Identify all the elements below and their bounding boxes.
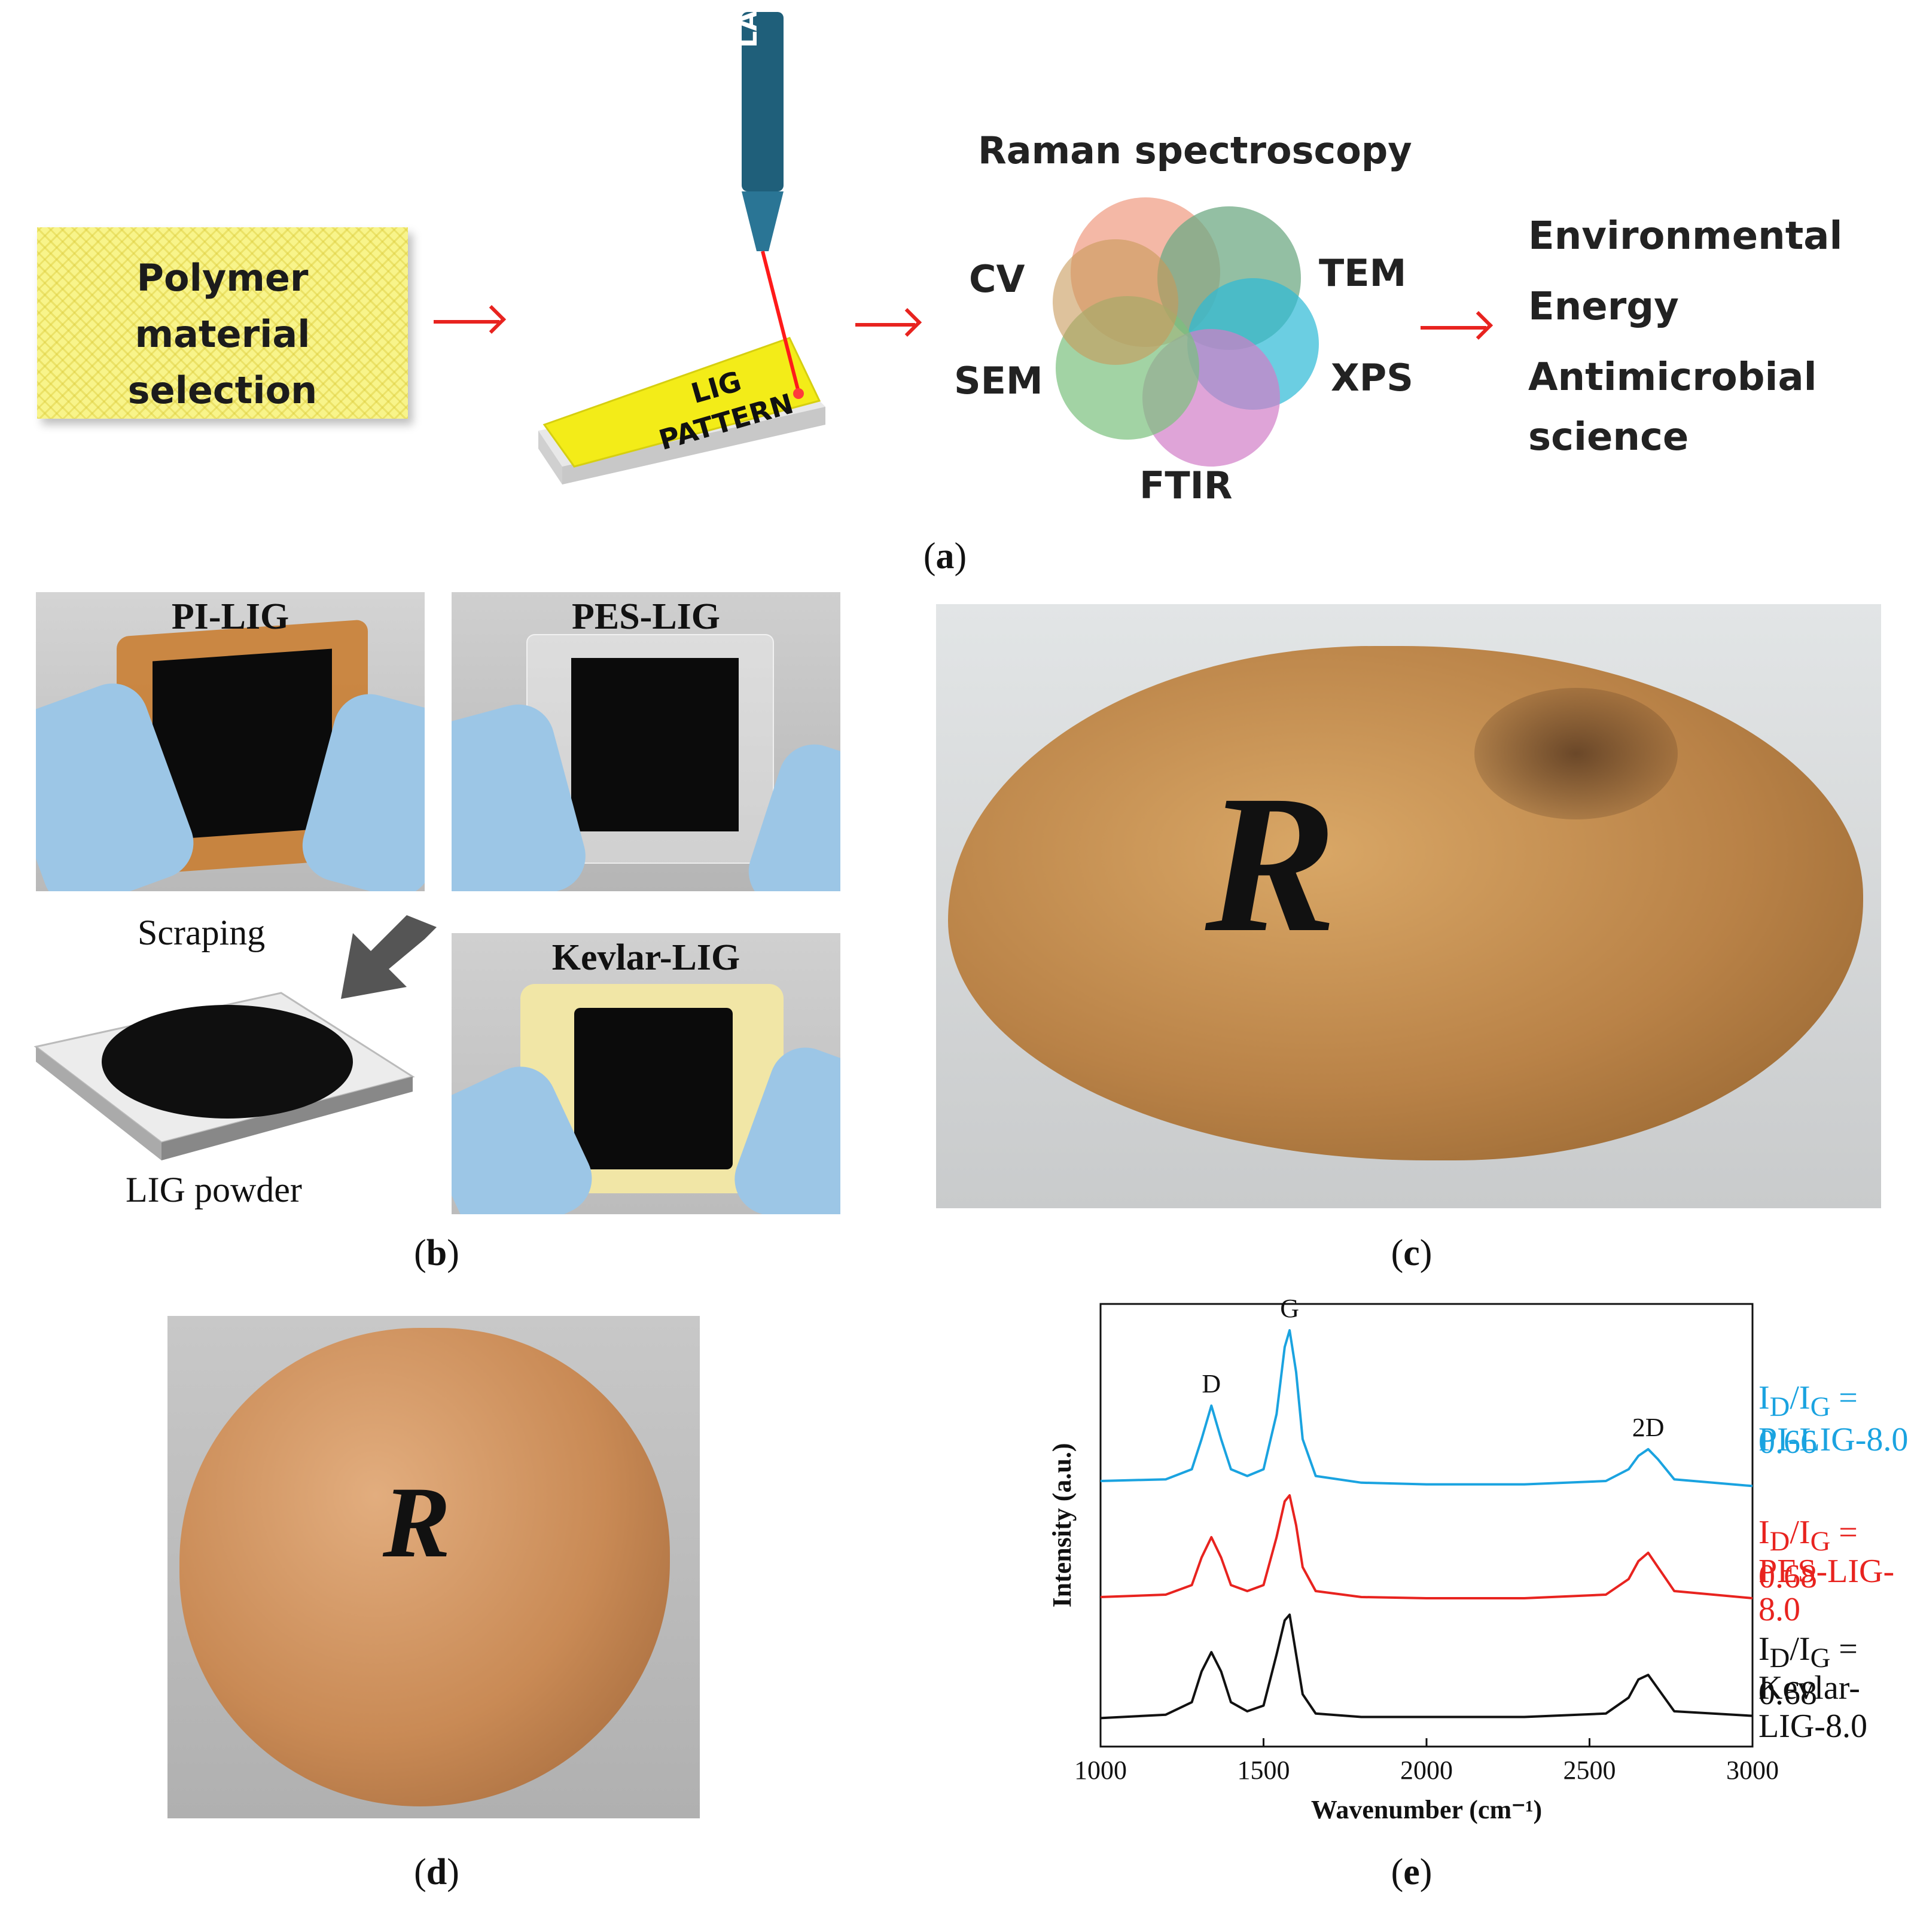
substrate-edge — [538, 431, 562, 484]
photo-pes-lig: PES-LIG — [452, 592, 840, 891]
powder-tray-side — [36, 1047, 161, 1160]
tech-sem: SEM — [954, 359, 1043, 403]
laser-pattern-illustration — [538, 12, 825, 484]
x-tick-label-0: 1000 — [1074, 1756, 1127, 1785]
laser-spot — [793, 388, 804, 399]
peak-label-2d: 2D — [1632, 1413, 1665, 1442]
laser-label: LASER — [733, 0, 763, 48]
peak-label-g: G — [1280, 1294, 1299, 1323]
applications-list: Environmental Energy Antimicrobial scien… — [1528, 206, 1842, 467]
scraping-label: Scraping — [138, 913, 266, 952]
series-line-2 — [1100, 1613, 1753, 1720]
tech-tem: TEM — [1319, 251, 1407, 295]
tech-raman: Raman spectroscopy — [978, 129, 1412, 172]
scraping-arrow — [341, 915, 437, 999]
app-energy: Energy — [1528, 285, 1679, 329]
coconut — [179, 1328, 670, 1806]
pes-lig-label: PES-LIG — [571, 596, 721, 637]
series-ratio-pes: ID/IG = 0.68 — [1758, 1514, 1858, 1596]
x-tick-label-2: 2000 — [1400, 1756, 1453, 1785]
caption-a: (a) — [923, 536, 967, 577]
series-name-pi: PI-LIG-8.0 — [1758, 1421, 1909, 1458]
series-name-pes: PES-LIG-8.0 — [1758, 1553, 1895, 1628]
pes-lig-square — [571, 658, 739, 831]
app-environmental: Environmental — [1528, 214, 1843, 258]
caption-e: (e) — [1391, 1852, 1433, 1893]
photo-pi-lig: PI-LIG — [36, 592, 425, 891]
x-tick-label-3: 2500 — [1563, 1756, 1616, 1785]
tech-cv: CV — [969, 257, 1025, 301]
polymer-selection-box: Polymer material selection — [37, 227, 408, 419]
raman-chart: 1000 1500 2000 2500 3000 D G 2D Wavenumber (… — [1047, 1294, 1779, 1824]
polymer-box-text: Polymer material selection — [127, 256, 318, 412]
series-line-0 — [1100, 1329, 1753, 1488]
laser-logo-r: R — [1205, 755, 1337, 973]
lig-powder-pile — [102, 1005, 353, 1119]
potato — [948, 646, 1863, 1160]
photo-potato: R — [936, 604, 1881, 1208]
kevlar-lig-square — [574, 1008, 733, 1169]
tech-xps: XPS — [1331, 356, 1413, 400]
series-ratio-pi: ID/IG = 0.66 — [1758, 1379, 1858, 1461]
app-antimicrobial: Antimicrobial — [1528, 355, 1817, 400]
y-axis-label: Intensity (a.u.) — [1047, 1443, 1077, 1607]
photo-kevlar-lig: Kevlar-LIG — [452, 933, 840, 1214]
xtick-group: 1000 1500 2000 2500 3000 — [1074, 1738, 1779, 1785]
kevlar-lig-label: Kevlar-LIG — [551, 937, 740, 978]
x-axis-label: Wavenumber (cm⁻¹) — [1311, 1795, 1542, 1824]
lig-powder-label: LIG powder — [126, 1170, 302, 1209]
photo-coconut: R — [167, 1316, 700, 1818]
lig-powder-illustration — [33, 992, 415, 1160]
arrow-3 — [1421, 326, 1486, 330]
x-tick-label-1: 1500 — [1238, 1756, 1290, 1785]
arrow-1 — [434, 320, 499, 324]
series-line-1 — [1100, 1494, 1753, 1599]
lig-pattern-sheet — [542, 337, 821, 468]
series-ratio-kevlar: ID/IG = 0.68 — [1758, 1631, 1858, 1712]
app-science: science — [1528, 415, 1689, 459]
substrate-front — [562, 407, 825, 484]
caption-b: (b) — [414, 1233, 459, 1273]
arrow-2 — [855, 323, 915, 327]
tech-ftir: FTIR — [1139, 464, 1233, 507]
venn-cv — [1053, 239, 1178, 365]
x-tick-label-4: 3000 — [1726, 1756, 1779, 1785]
laser-nozzle — [742, 191, 784, 251]
laser-beam — [761, 251, 800, 392]
laser-logo-r: R — [383, 1466, 451, 1578]
characterization-venn — [1053, 197, 1319, 467]
powder-tray-edge — [161, 1077, 413, 1160]
pi-lig-label: PI-LIG — [171, 596, 289, 637]
caption-d: (d) — [414, 1852, 459, 1893]
laser-body — [742, 12, 784, 191]
peak-label-d: D — [1202, 1369, 1221, 1398]
caption-c: (c) — [1391, 1233, 1433, 1273]
potato-dark-spot — [1474, 688, 1678, 819]
series-group — [1100, 1329, 1753, 1720]
series-name-kevlar: Kevlar-LIG-8.0 — [1758, 1669, 1867, 1745]
